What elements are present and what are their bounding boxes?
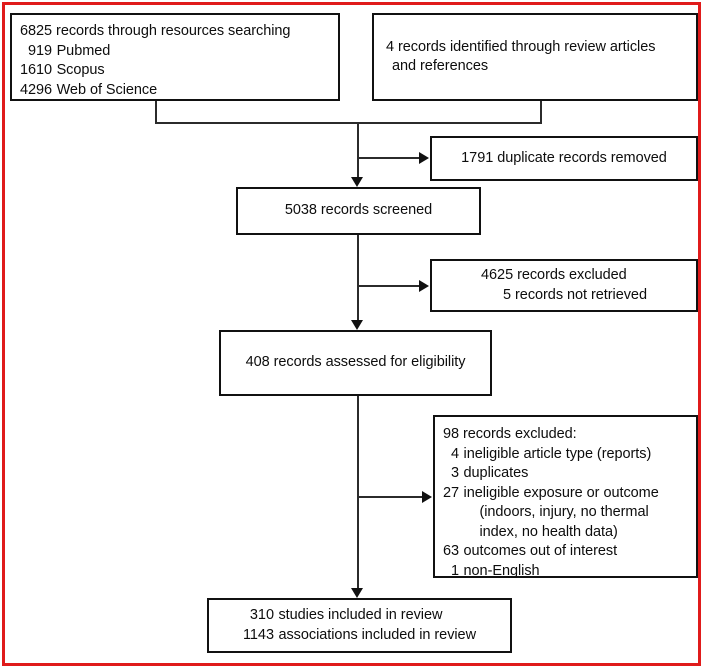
included-list: 310 studies included in review 1143 asso…: [243, 606, 476, 645]
node-records-identified-review-articles: 4 records identified through review arti…: [372, 13, 698, 101]
node-studies-included-review: 310 studies included in review 1143 asso…: [207, 598, 512, 653]
source-count: 1610: [20, 62, 53, 78]
exclusion-reason-row: 63 outcomes out of interest: [443, 542, 659, 562]
reviewrefs-line-2: and references: [392, 58, 489, 74]
reason-count: [443, 523, 464, 543]
identification-source-list: 919 Pubmed 1610 Scopus 4296 Web of Scien…: [20, 42, 157, 101]
connector-identification-stub: [155, 101, 157, 123]
arrowhead-to-screened: [351, 177, 363, 187]
reason-count: 4: [451, 445, 460, 462]
identification-header: 6825 records through resources searching: [20, 23, 291, 39]
arrowhead-to-excluded-screening: [419, 280, 429, 292]
included-row: 1143 associations included in review: [243, 626, 476, 646]
source-row: 1610 Scopus: [20, 61, 157, 81]
source-label: Pubmed: [56, 42, 111, 59]
eligibility-text: 408 records assessed for eligibility: [245, 354, 466, 371]
node-records-excluded-screening: 4625 records excluded 5 records not retr…: [430, 259, 698, 312]
arrowhead-to-included: [351, 588, 363, 598]
excluded-eligibility-header: 98 records excluded:: [443, 426, 577, 442]
reason-label: (indoors, injury, no thermal: [463, 504, 649, 520]
screened-text: 5038 records screened: [284, 202, 433, 219]
reason-count: 1: [451, 562, 460, 579]
source-count: 4296: [20, 81, 53, 98]
reason-count: 63: [443, 543, 460, 559]
reason-label: index, no health data): [463, 523, 618, 540]
arrowhead-to-eligibility: [351, 320, 363, 330]
connector-spine-to-duplicates: [357, 157, 419, 159]
connector-rail-to-screened: [357, 122, 359, 179]
exclusion-reason-row: (indoors, injury, no thermal: [443, 503, 659, 523]
exclusion-reason-row: index, no health data): [443, 523, 659, 543]
exclusion-reason-row: 1 non-English: [443, 562, 659, 582]
exclusion-reason-row: 4 ineligible article type (reports): [443, 445, 659, 465]
connector-eligibility-to-included: [357, 396, 359, 590]
connector-merge-rail: [155, 122, 542, 124]
reason-label: ineligible exposure or outcome: [463, 484, 659, 501]
reason-label: non-English: [463, 562, 540, 579]
source-label: Scopus: [56, 62, 105, 78]
node-records-identified-databases: 6825 records through resources searching…: [10, 13, 340, 101]
connector-spine-to-excluded-eligibility: [357, 496, 422, 498]
arrowhead-to-duplicates: [419, 152, 429, 164]
included-count: 1143: [242, 626, 274, 643]
arrowhead-to-excluded-eligibility: [422, 491, 432, 503]
source-row: 4296 Web of Science: [20, 81, 157, 101]
reason-label: ineligible article type (reports): [463, 445, 652, 462]
included-label: studies included in review: [278, 607, 443, 623]
included-label: associations included in review: [278, 626, 476, 643]
reason-label: outcomes out of interest: [463, 543, 618, 559]
excluded-screening-line-2: 5 records not retrieved: [503, 286, 647, 303]
connector-screened-to-eligibility: [357, 235, 359, 322]
node-records-screened: 5038 records screened: [236, 187, 481, 235]
reason-count: 3: [451, 465, 460, 481]
source-label: Web of Science: [56, 81, 158, 98]
connector-reviewrefs-stub: [540, 101, 542, 123]
duplicates-text: 1791 duplicate records removed: [461, 149, 667, 166]
exclusion-reason-list: 4 ineligible article type (reports) 3 du…: [443, 445, 659, 582]
exclusion-reason-row: 3 duplicates: [443, 464, 659, 484]
reason-label: duplicates: [463, 465, 529, 481]
source-count: 919: [28, 42, 53, 59]
exclusion-reason-row: 27 ineligible exposure or outcome: [443, 484, 659, 504]
reviewrefs-line-1: 4 records identified through review arti…: [386, 38, 656, 55]
reason-count: [443, 503, 464, 523]
included-row: 310 studies included in review: [243, 606, 476, 626]
connector-spine-to-excluded-screening: [357, 285, 419, 287]
excluded-screening-line-1: 4625 records excluded: [481, 267, 627, 283]
node-duplicate-records-removed: 1791 duplicate records removed: [430, 136, 698, 181]
reason-count: 27: [443, 484, 460, 501]
node-records-excluded-eligibility: 98 records excluded: 4 ineligible articl…: [433, 415, 698, 579]
node-records-assessed-eligibility: 408 records assessed for eligibility: [219, 330, 492, 396]
source-row: 919 Pubmed: [20, 42, 157, 62]
included-count: 310: [249, 607, 274, 623]
